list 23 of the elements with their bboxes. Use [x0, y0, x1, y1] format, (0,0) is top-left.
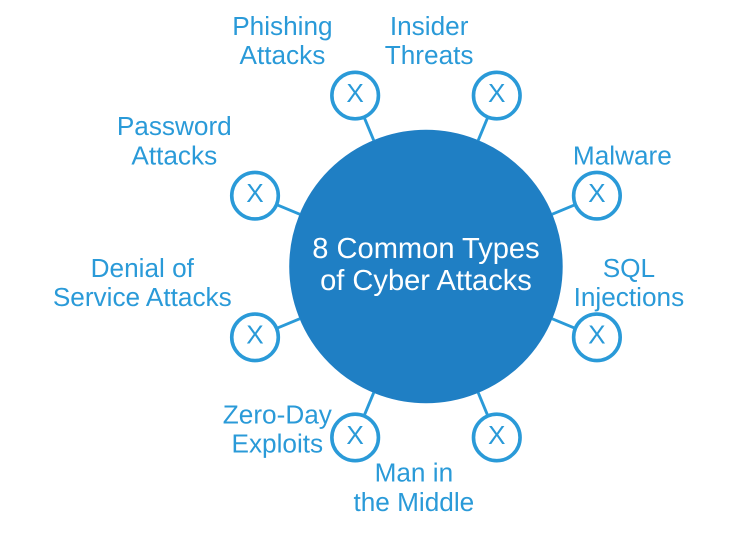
connector: [276, 317, 300, 330]
node-circle: X: [572, 170, 622, 221]
node-circle: X: [472, 412, 522, 463]
connector: [362, 392, 376, 416]
node-circle: X: [330, 70, 380, 121]
node-label: Denial of Service Attacks: [52, 252, 232, 312]
node-label: Malware: [572, 140, 672, 170]
connector: [276, 203, 300, 216]
connector: [362, 116, 376, 142]
node-circle: X: [572, 312, 622, 362]
connector: [551, 203, 576, 216]
node-circle: 8 Common Types of Cyber Attacks: [289, 130, 563, 404]
node-circle: X: [230, 170, 280, 221]
node-label: Phishing Attacks: [232, 11, 333, 70]
node-label: Password Attacks: [116, 111, 232, 170]
node-circle: X: [472, 70, 522, 121]
connector: [551, 317, 576, 330]
node-label: SQL Injections: [574, 252, 684, 312]
node-label: Insider Threats: [384, 11, 474, 70]
connector: [476, 116, 490, 142]
node-circle: X: [230, 312, 280, 362]
connector: [476, 392, 490, 416]
node-circle: X: [330, 412, 380, 463]
